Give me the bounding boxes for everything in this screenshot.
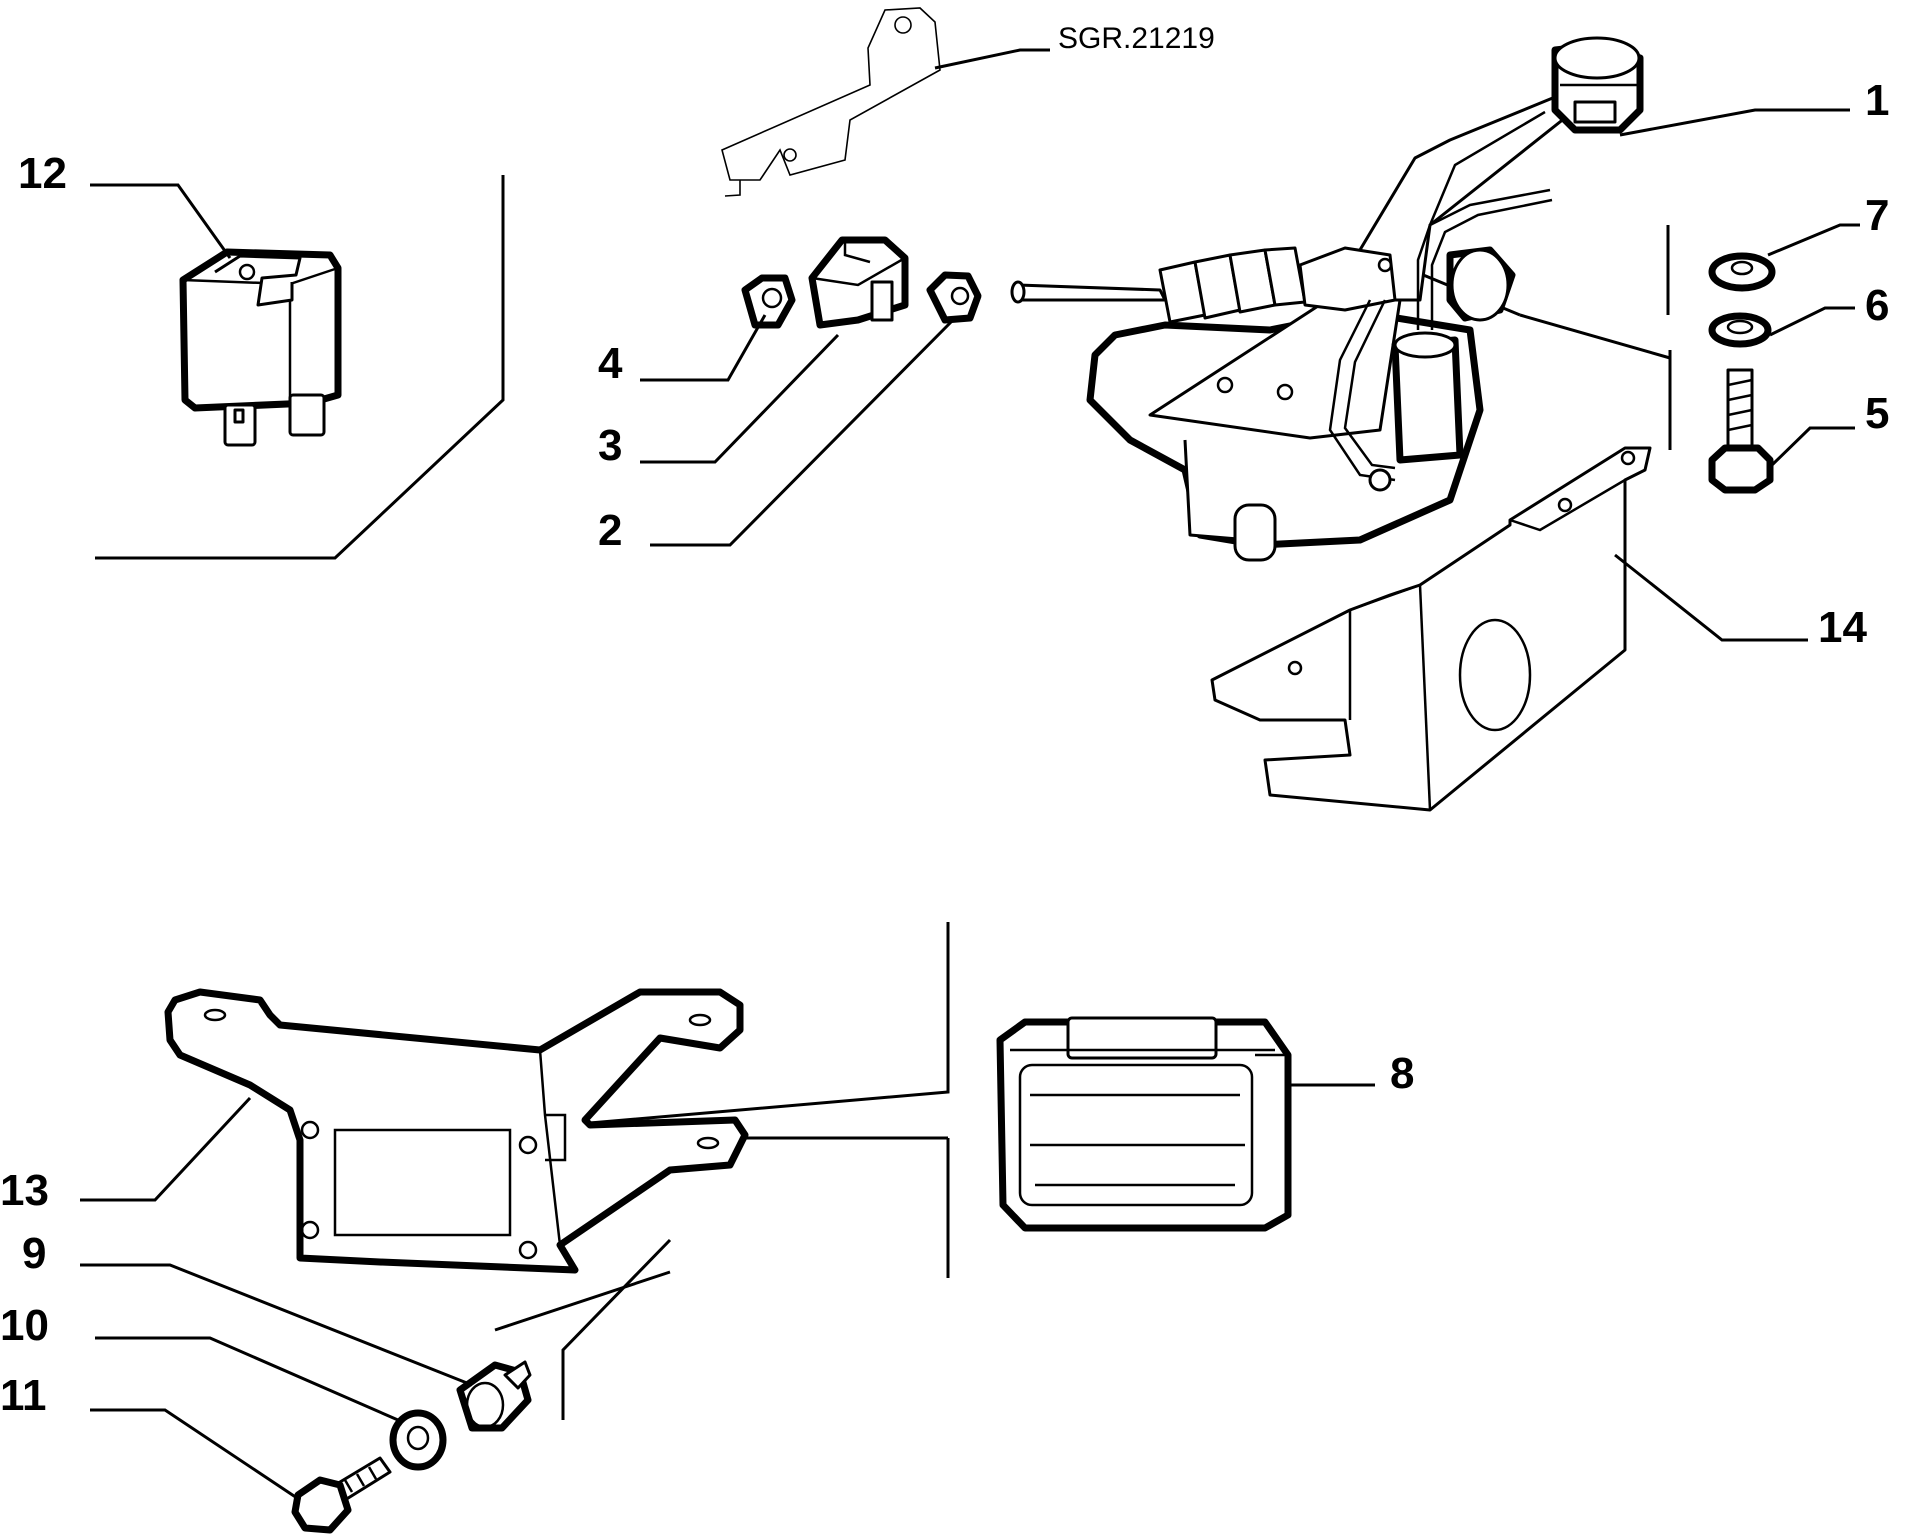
label-10: 10 (0, 1301, 49, 1350)
label-13: 13 (0, 1166, 49, 1215)
relay-icon (179, 248, 342, 447)
leader-lines (80, 48, 1860, 1502)
bracket-icon (164, 988, 749, 1274)
label-1: 1 (1865, 76, 1889, 125)
bolt-icon (456, 1360, 532, 1432)
washer-icon (389, 1409, 447, 1471)
bracket-icon (1210, 446, 1652, 812)
label-2: 2 (598, 506, 622, 555)
label-12: 12 (18, 149, 67, 198)
label-8: 8 (1390, 1049, 1414, 1098)
washer-icon (1708, 252, 1776, 292)
label-9: 9 (22, 1229, 46, 1278)
reference-code: SGR.21219 (1058, 22, 1215, 55)
bolt-icon (1708, 368, 1774, 494)
label-4: 4 (598, 339, 623, 388)
actuator-motor-icon (1010, 36, 1644, 562)
nut-icon (926, 271, 982, 324)
nut-icon (741, 274, 796, 329)
label-6: 6 (1865, 281, 1889, 330)
part-labels: 1 7 6 5 14 8 4 3 2 12 13 9 10 11 SGR.212… (0, 22, 1889, 1420)
washer-icon (1708, 312, 1772, 348)
label-3: 3 (598, 421, 622, 470)
label-7: 7 (1865, 191, 1889, 240)
bolt-icon (291, 1456, 392, 1534)
clip-icon (808, 236, 909, 329)
label-5: 5 (1865, 389, 1889, 438)
control-unit-icon (996, 1016, 1292, 1232)
label-11: 11 (0, 1371, 47, 1420)
label-14: 14 (1818, 603, 1867, 652)
reference-part-icon (721, 7, 941, 197)
